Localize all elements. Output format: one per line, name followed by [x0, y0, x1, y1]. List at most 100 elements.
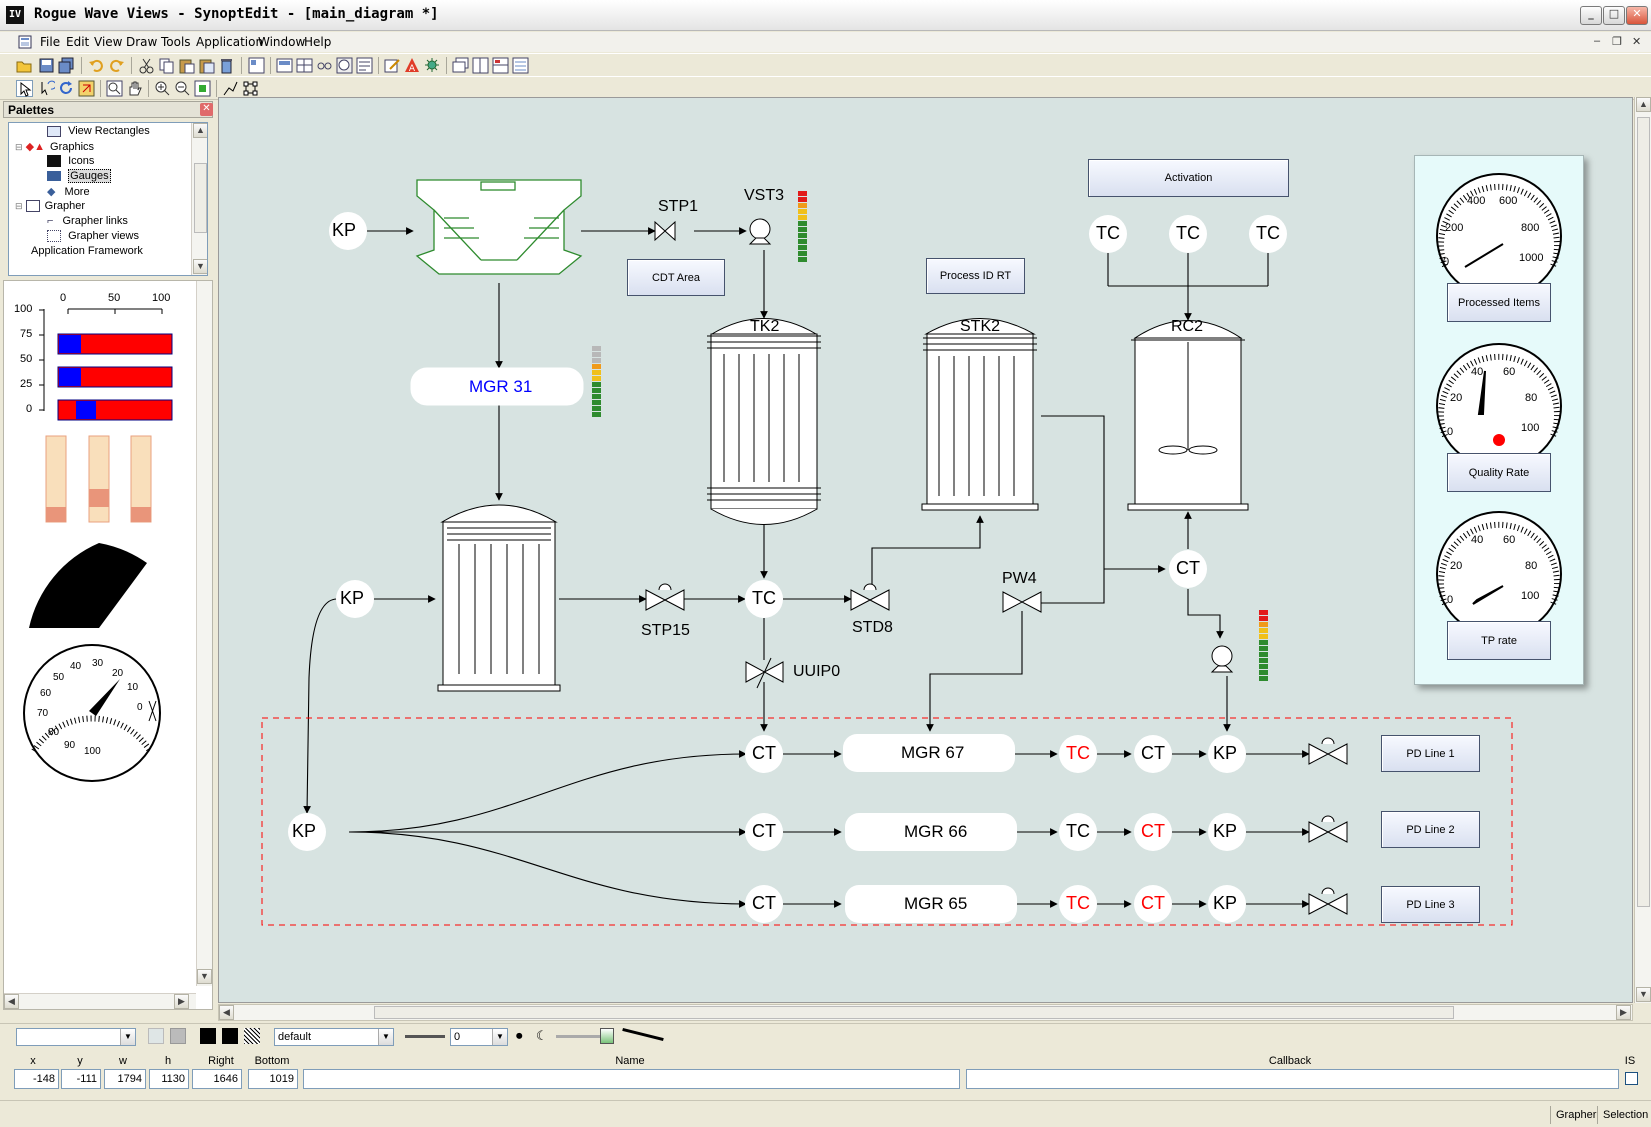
- h-field[interactable]: 1130: [149, 1069, 189, 1089]
- redo-icon[interactable]: [108, 57, 125, 74]
- canvas-hscroll[interactable]: ◀ ▶: [218, 1004, 1633, 1021]
- menu-edit[interactable]: Edit: [66, 35, 90, 49]
- tree-item-gauges[interactable]: Gauges: [47, 169, 111, 186]
- tree-item-icons[interactable]: Icons: [47, 155, 94, 171]
- menu-file[interactable]: File: [40, 35, 61, 49]
- collapse-icon[interactable]: ⊟: [15, 142, 23, 152]
- node-tc-mid[interactable]: TC: [752, 588, 776, 608]
- pattern-swatch[interactable]: [244, 1028, 260, 1044]
- node-ct-mid[interactable]: CT: [1176, 558, 1200, 578]
- scroll-down-icon[interactable]: ▼: [1636, 987, 1651, 1002]
- paste-special-icon[interactable]: [198, 57, 215, 74]
- line1-mgr[interactable]: MGR 67: [901, 743, 965, 762]
- save-all-icon[interactable]: [58, 57, 75, 74]
- x-field[interactable]: -148: [14, 1069, 59, 1089]
- select-tool-icon[interactable]: [16, 80, 33, 97]
- line1-kp[interactable]: KP: [1213, 743, 1238, 763]
- link-icon[interactable]: [316, 57, 333, 74]
- quality-rate-button[interactable]: Quality Rate: [1447, 453, 1551, 492]
- line-end-icon[interactable]: [622, 1027, 664, 1042]
- window-tile-icon[interactable]: [472, 57, 489, 74]
- fit-view-icon[interactable]: [194, 80, 211, 97]
- scroll-right-icon[interactable]: ▶: [174, 994, 189, 1009]
- test-icon[interactable]: A: [404, 57, 421, 74]
- window-arrange-icon[interactable]: [492, 57, 509, 74]
- zoom-in-icon[interactable]: [154, 80, 171, 97]
- menu-window[interactable]: Window: [258, 35, 306, 49]
- open-icon[interactable]: [16, 57, 33, 74]
- pan-icon[interactable]: [126, 80, 143, 97]
- w-field[interactable]: 1794: [104, 1069, 146, 1089]
- line-style-icon[interactable]: [405, 1035, 445, 1038]
- pd-line1-button[interactable]: PD Line 1: [1381, 735, 1480, 772]
- polyline-tool-icon[interactable]: [222, 80, 239, 97]
- line3-tc[interactable]: TC: [1066, 893, 1090, 913]
- tree-item-application-framework[interactable]: Application Framework: [31, 245, 143, 261]
- callback-field[interactable]: [966, 1069, 1619, 1089]
- menu-view[interactable]: View: [94, 35, 123, 49]
- node-kp-top[interactable]: KP: [332, 220, 357, 240]
- scroll-up-icon[interactable]: ▲: [1636, 97, 1651, 112]
- arrow-head-icon[interactable]: ⏺: [516, 1028, 523, 1043]
- refresh-tool-icon[interactable]: [58, 80, 75, 97]
- canvas-vscroll[interactable]: ▲ ▼: [1634, 97, 1651, 1003]
- scroll-left-icon[interactable]: ◀: [4, 994, 19, 1009]
- right-field[interactable]: 1646: [192, 1069, 242, 1089]
- bottom-field[interactable]: 1019: [248, 1069, 298, 1089]
- scroll-up-icon[interactable]: ▲: [193, 123, 207, 138]
- window-list-icon[interactable]: [512, 57, 529, 74]
- tree-item-grapher-views[interactable]: Grapher views: [47, 230, 139, 246]
- scroll-right-icon[interactable]: ▶: [1616, 1005, 1631, 1020]
- pd-line2-button[interactable]: PD Line 2: [1381, 811, 1480, 848]
- properties-icon[interactable]: [356, 57, 373, 74]
- line-color-swatch[interactable]: [222, 1028, 238, 1044]
- layout-icon[interactable]: [248, 57, 265, 74]
- process-id-button[interactable]: Process ID RT: [926, 258, 1025, 294]
- tp-rate-button[interactable]: TP rate: [1447, 621, 1551, 660]
- canvas-hscroll-thumb[interactable]: [374, 1006, 1454, 1019]
- line2-mgr[interactable]: MGR 66: [904, 822, 968, 841]
- menu-help[interactable]: Help: [304, 35, 332, 49]
- line3-kp[interactable]: KP: [1213, 893, 1238, 913]
- tree-item-grapher-links[interactable]: ⌐ Grapher links: [47, 215, 128, 231]
- y-field[interactable]: -111: [61, 1069, 101, 1089]
- save-icon[interactable]: [38, 57, 55, 74]
- document-icon[interactable]: [18, 34, 34, 50]
- node-tc-c[interactable]: TC: [1256, 223, 1280, 243]
- symbol-icon[interactable]: [336, 57, 353, 74]
- layer-combo[interactable]: ▼: [16, 1028, 136, 1046]
- tree-item-more[interactable]: ◆ More: [47, 185, 90, 201]
- zoom-fit-tool-icon[interactable]: [78, 80, 95, 97]
- menu-draw[interactable]: Draw: [126, 35, 158, 49]
- zoom-box-icon[interactable]: [106, 80, 123, 97]
- is-checkbox[interactable]: [1625, 1072, 1638, 1085]
- line2-tc[interactable]: TC: [1066, 821, 1090, 841]
- maximize-button[interactable]: □: [1603, 6, 1625, 25]
- line1-tc[interactable]: TC: [1066, 743, 1090, 763]
- delete-icon[interactable]: [218, 57, 235, 74]
- rotate-tool-icon[interactable]: [38, 80, 55, 97]
- close-button[interactable]: ✕: [1626, 6, 1648, 25]
- mdi-minimize-button[interactable]: –: [1594, 35, 1601, 47]
- diagram-canvas[interactable]: KP STP1 VST3 MGR 31 TK2 STK2 RC2 TC TC T…: [218, 97, 1633, 1003]
- style-combo[interactable]: default▼: [274, 1028, 394, 1046]
- tree-item-view-rectangles[interactable]: View Rectangles: [47, 125, 150, 141]
- fill-color-swatch[interactable]: [170, 1028, 186, 1044]
- menu-application[interactable]: Application: [196, 35, 264, 49]
- undo-icon[interactable]: [88, 57, 105, 74]
- bg-color-swatch[interactable]: [148, 1028, 164, 1044]
- line2-ct[interactable]: CT: [752, 821, 776, 841]
- grid-icon[interactable]: [296, 57, 313, 74]
- paste-icon[interactable]: [178, 57, 195, 74]
- node-tc-a[interactable]: TC: [1096, 223, 1120, 243]
- processed-items-button[interactable]: Processed Items: [1447, 283, 1551, 322]
- node-kp-left[interactable]: KP: [292, 821, 317, 841]
- mdi-restore-button[interactable]: ❐: [1612, 36, 1622, 48]
- run-icon[interactable]: [424, 57, 441, 74]
- minimize-button[interactable]: _: [1580, 6, 1602, 25]
- line3-ct[interactable]: CT: [752, 893, 776, 913]
- line2-kp[interactable]: KP: [1213, 821, 1238, 841]
- menu-tools[interactable]: Tools: [161, 35, 191, 49]
- line3-mgr[interactable]: MGR 65: [904, 894, 968, 913]
- mdi-close-button[interactable]: ✕: [1632, 36, 1642, 48]
